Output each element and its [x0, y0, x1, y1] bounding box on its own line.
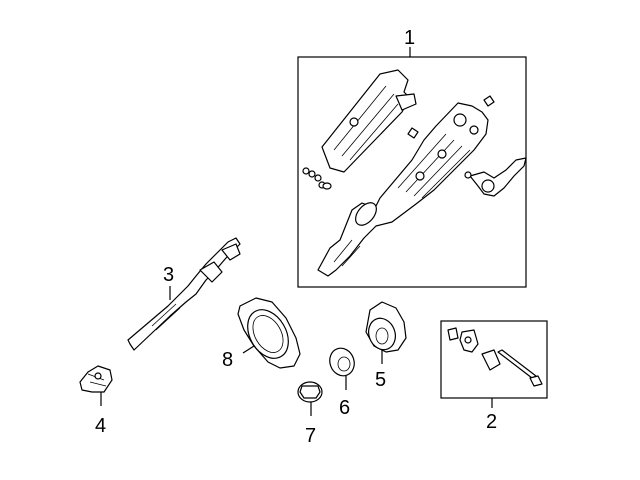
part-5-boot: [365, 301, 407, 364]
callout-1: 1: [404, 27, 415, 49]
callout-8: 8: [222, 349, 233, 371]
callout-6: 6: [339, 397, 350, 419]
column-main-shaft: [317, 95, 495, 277]
callout-5: 5: [375, 369, 386, 391]
part-6-seal: [329, 347, 355, 390]
part-3-intermediate-shaft: [127, 237, 241, 351]
callout-4: 4: [95, 415, 106, 437]
column-upper-bracket: [321, 69, 417, 173]
part-8-cover-plate: [237, 297, 301, 369]
part-1-steering-column-assembly: [297, 47, 527, 288]
tilt-lever: [464, 157, 527, 197]
part-4-clamp: [79, 365, 113, 406]
callout-2: 2: [486, 411, 497, 433]
part-7-bushing: [297, 381, 323, 416]
callout-7: 7: [305, 425, 316, 447]
column-bolt-set: [302, 167, 332, 190]
callout-3: 3: [163, 264, 174, 286]
part-2-hardware-kit: [440, 320, 548, 408]
